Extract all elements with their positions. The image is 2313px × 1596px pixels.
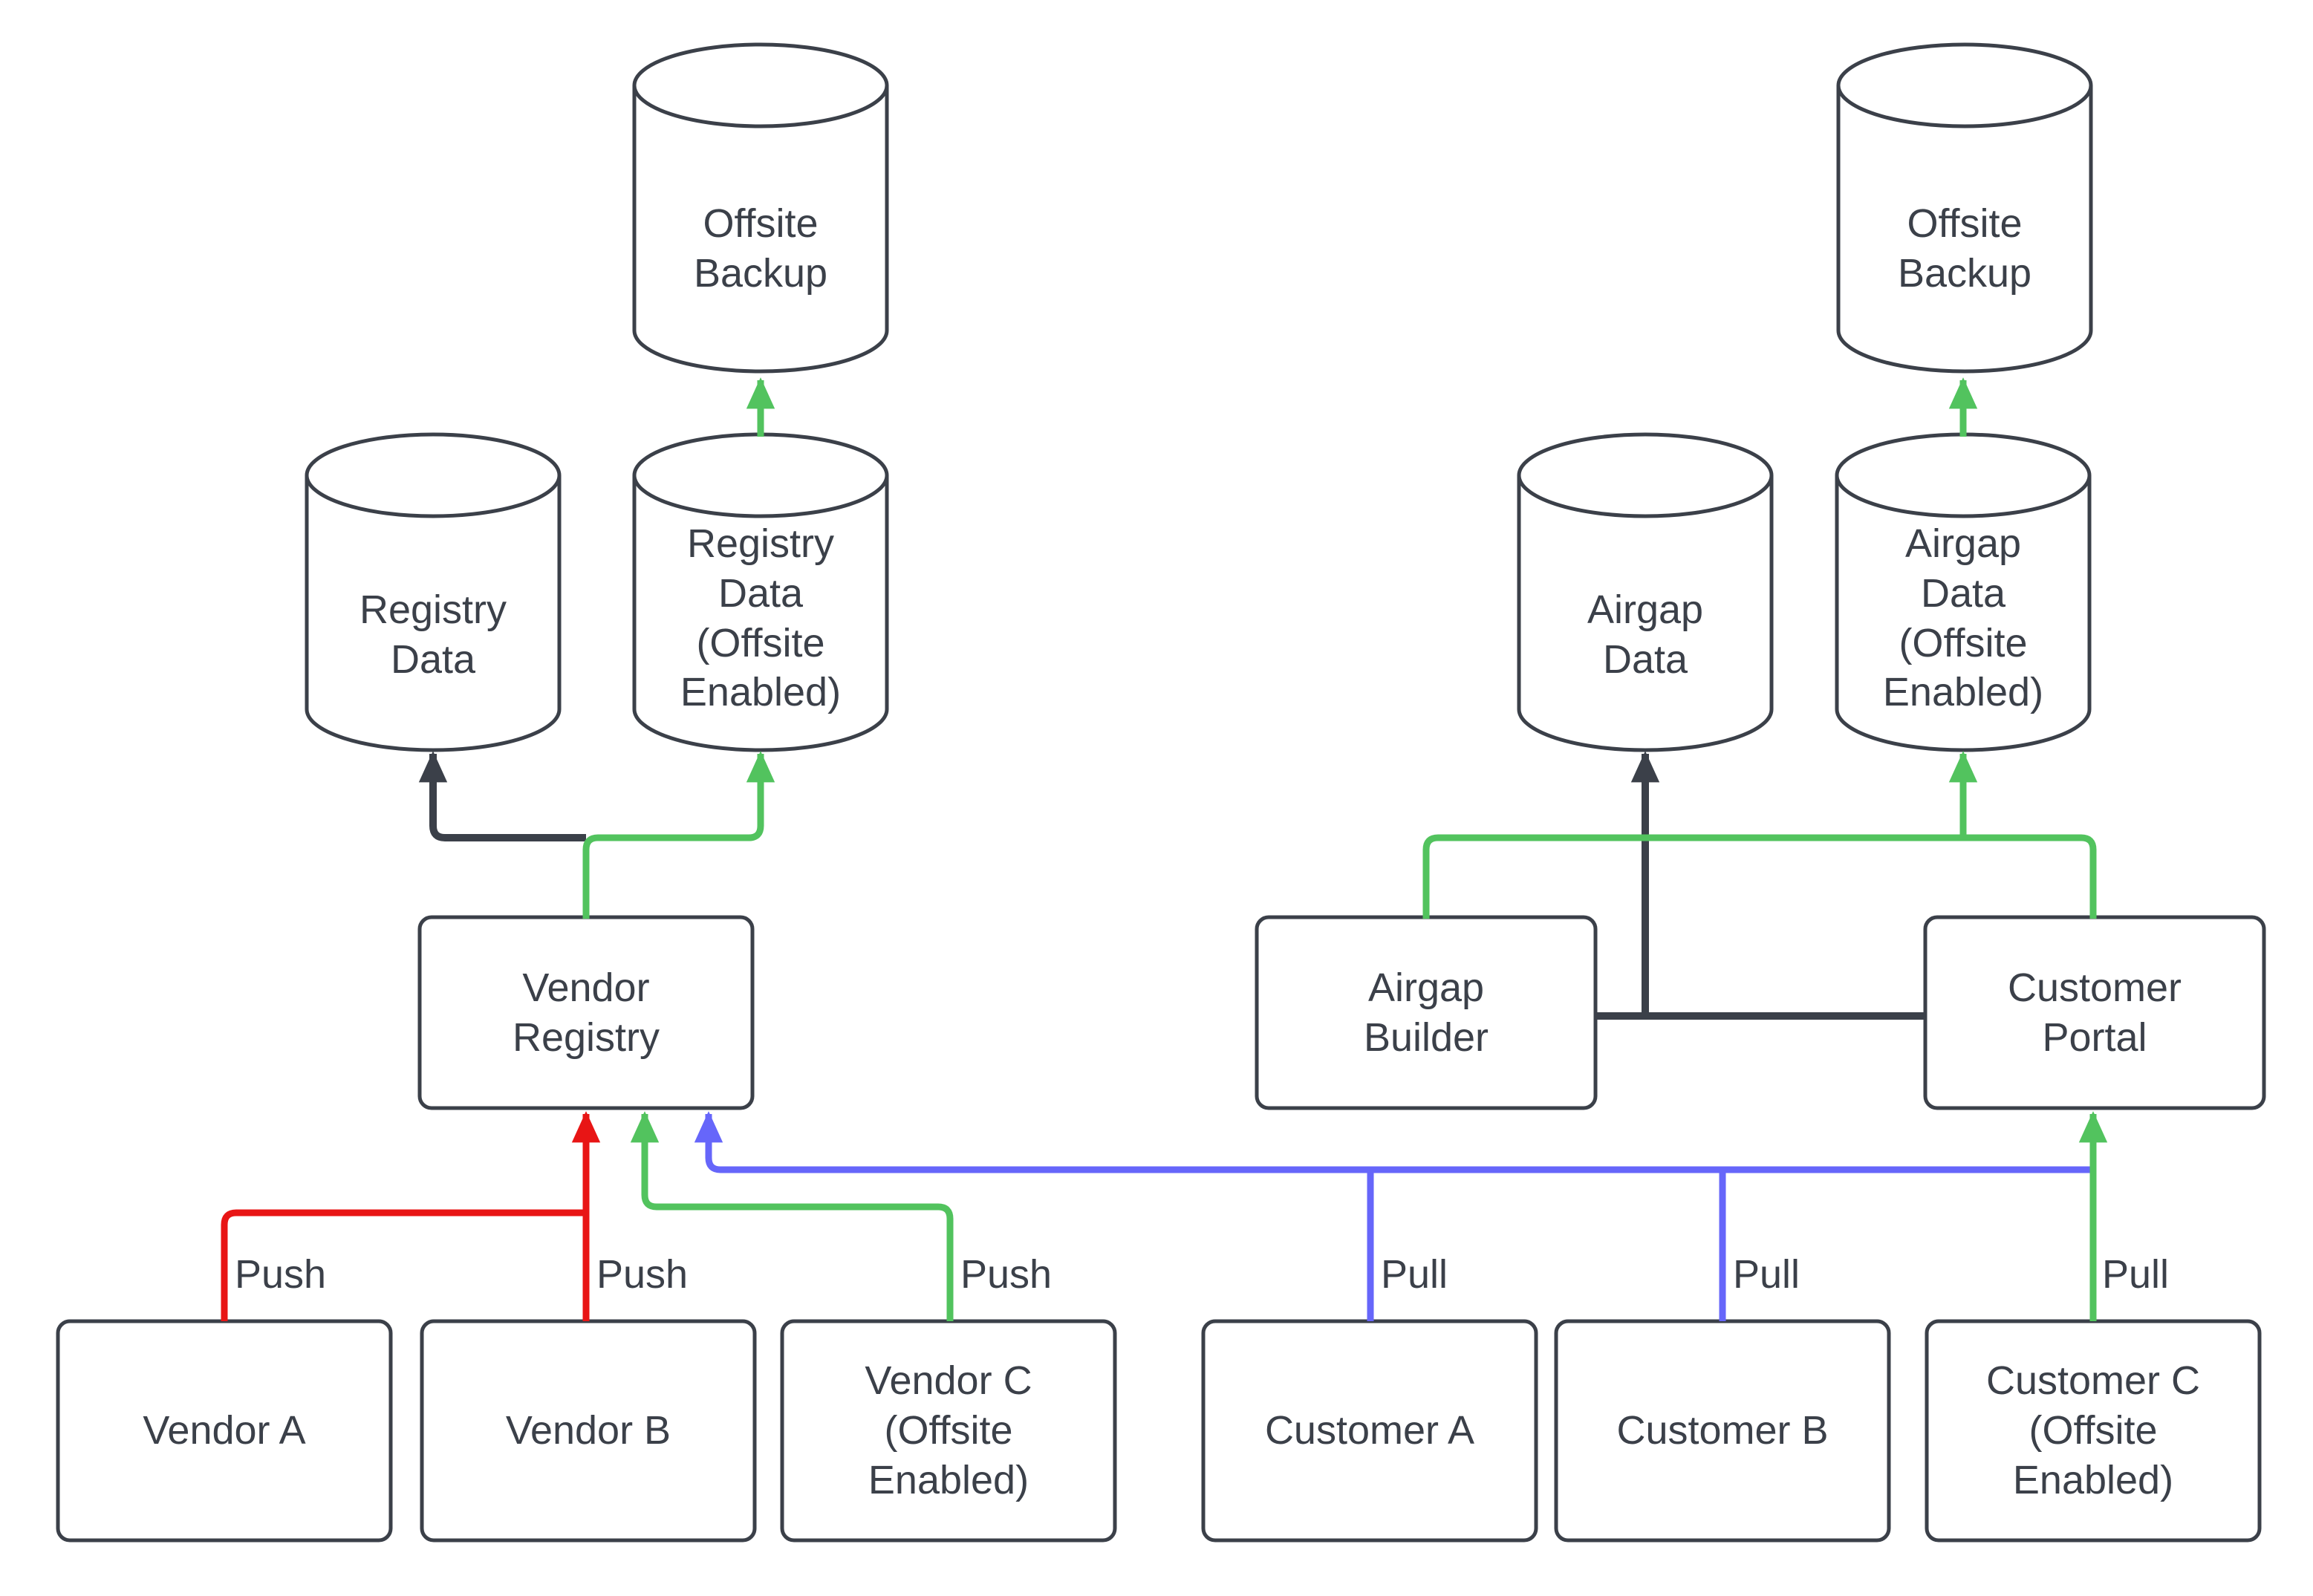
vendor-registry-box [417, 915, 755, 1110]
registry-data-offsite-cylinder [632, 432, 889, 752]
customer-portal-box [1923, 915, 2266, 1110]
registry-data-cylinder-rim [305, 475, 562, 518]
registry-data-cylinder [305, 432, 562, 752]
edge-vendor-c-push [630, 1111, 954, 1321]
offsite-backup-right-cylinder [1836, 42, 2093, 374]
offsite-backup-left-cylinder-rim [632, 85, 889, 128]
edge-vendor-a-push [221, 1209, 586, 1321]
vendor-b-box [420, 1319, 757, 1543]
edge-airgap-builder-customer-portal-green-trunk [1422, 834, 2097, 919]
vendor-a-box [56, 1319, 393, 1543]
airgap-data-cylinder-rim [1517, 475, 1774, 518]
offsite-backup-left-cylinder [632, 42, 889, 374]
airgap-data-cylinder [1517, 432, 1774, 752]
registry-data-offsite-cylinder-rim [632, 475, 889, 518]
airgap-builder-box [1255, 915, 1598, 1110]
vendor-c-box [780, 1319, 1117, 1543]
customer-c-box [1925, 1319, 2262, 1543]
airgap-data-offsite-cylinder [1835, 432, 2092, 752]
edge-vendor-registry-to-registry-data-offsite [582, 751, 775, 919]
edge-vendor-registry-to-registry-data [418, 751, 586, 841]
offsite-backup-right-cylinder-rim [1836, 85, 2093, 128]
customer-b-box [1554, 1319, 1891, 1543]
customer-a-box [1201, 1319, 1538, 1543]
airgap-data-offsite-cylinder-rim [1835, 475, 2092, 518]
edge-pull-trunk-to-vendor-registry [694, 1111, 2093, 1173]
